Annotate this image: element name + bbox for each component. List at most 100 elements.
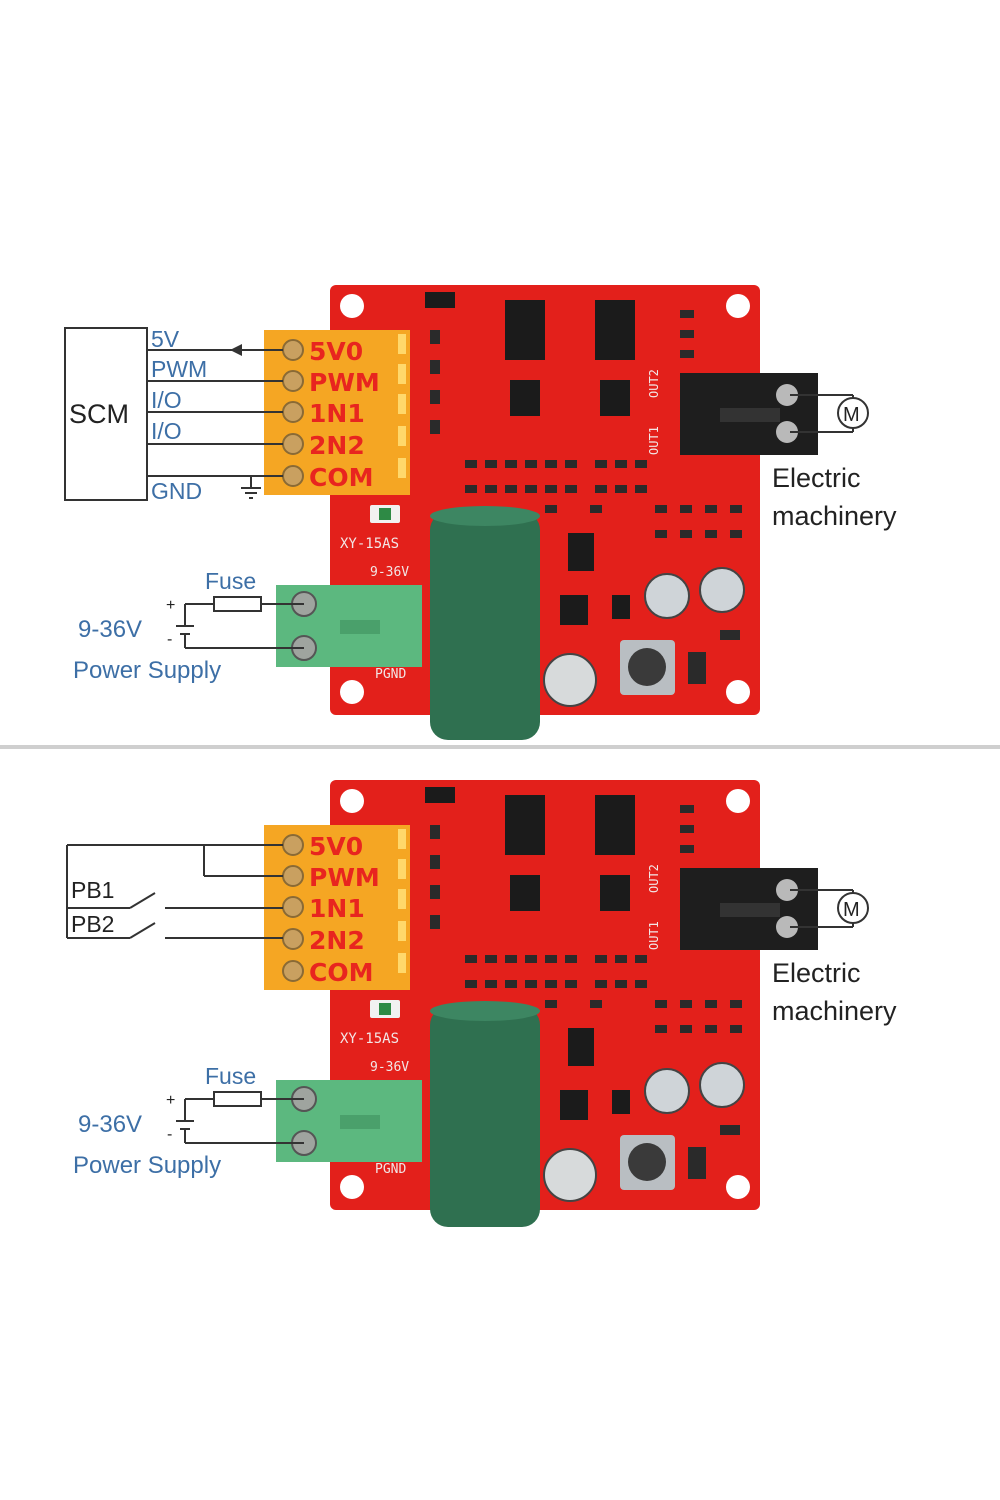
motor-symbol: M <box>843 404 860 426</box>
ic-chip <box>510 875 540 911</box>
switch-label-pb2: PB2 <box>71 911 114 937</box>
ic-chip <box>505 795 545 855</box>
screw <box>282 339 304 361</box>
capacitor <box>699 567 745 613</box>
power-wires <box>176 1098 304 1144</box>
arrow-icon <box>230 344 242 356</box>
model-silk: XY-15AS <box>340 536 399 552</box>
screw <box>282 433 304 455</box>
mount-hole <box>340 1175 364 1199</box>
capacitor <box>543 1148 597 1202</box>
voltage-silk: 9-36V <box>370 565 409 580</box>
pgnd-silk: PGND <box>375 667 406 682</box>
ic-chip <box>595 300 635 360</box>
supply-voltage: 9-36V <box>78 616 142 643</box>
ic-chip <box>600 380 630 416</box>
model-silk: XY-15AS <box>340 1031 399 1047</box>
fuse-icon <box>213 596 262 612</box>
supply-label: Power Supply <box>73 657 221 684</box>
switch-label-pb1: PB1 <box>71 877 114 903</box>
screw <box>282 834 304 856</box>
mount-hole <box>726 1175 750 1199</box>
pin-label-com: COM <box>309 463 373 492</box>
scm-wiring-diagram: XY-15AS 9-36V PGND OUT1 OUT2 5V0 PWM 1N1… <box>64 285 897 740</box>
pin-label-pwm: PWM <box>309 863 380 892</box>
scm-wiring-panel: XY-15AS 9-36V PGND OUT1 OUT2 5V0 PWM 1N1… <box>0 250 1000 750</box>
screw <box>776 879 798 901</box>
pgnd-silk: PGND <box>375 1162 406 1177</box>
large-capacitor <box>430 1007 540 1227</box>
mount-hole <box>726 789 750 813</box>
screw <box>282 928 304 950</box>
pushbutton-wiring-diagram: XY-15AS 9-36V PGND OUT1 OUT2 5V0 PWM 1N1… <box>66 780 897 1227</box>
switch-wires <box>66 844 283 939</box>
pushbutton-wiring-panel: XY-15AS 9-36V PGND OUT1 OUT2 5V0 PWM 1N1… <box>0 745 1000 1245</box>
motor-label-line1: Electric <box>772 958 861 988</box>
power-terminal <box>276 1080 422 1162</box>
mount-hole <box>726 294 750 318</box>
motor-terminal <box>680 373 818 455</box>
wire-label-gnd: GND <box>151 478 202 504</box>
screw <box>282 960 304 982</box>
plus-sign: + <box>166 1092 175 1109</box>
signal-wires <box>147 349 283 499</box>
screw <box>776 384 798 406</box>
ic-chip <box>505 300 545 360</box>
pin-label-in1: 1N1 <box>309 399 365 428</box>
ic-chip <box>568 533 594 571</box>
screw <box>282 865 304 887</box>
ic-chip <box>425 787 455 803</box>
signal-terminal: 5V0 PWM 1N1 2N2 COM <box>264 330 410 495</box>
mount-hole <box>726 680 750 704</box>
motor-label-line1: Electric <box>772 463 861 493</box>
minus-sign: - <box>167 1126 172 1143</box>
supply-label: Power Supply <box>73 1152 221 1179</box>
capacitor <box>543 653 597 707</box>
pin-label-in2: 2N2 <box>309 431 365 460</box>
plus-sign: + <box>166 597 175 614</box>
ic-chip <box>612 595 630 619</box>
motor-symbol: M <box>843 899 860 921</box>
motor-icon <box>837 397 869 429</box>
out1-silk: OUT1 <box>647 426 661 455</box>
out2-silk: OUT2 <box>647 369 661 398</box>
screw <box>282 896 304 918</box>
out2-silk: OUT2 <box>647 864 661 893</box>
minus-sign: - <box>167 631 172 648</box>
ic-chip <box>560 1090 588 1120</box>
power-terminal <box>276 585 422 667</box>
screw <box>282 401 304 423</box>
wire-label-io1: I/O <box>151 387 182 413</box>
mount-hole <box>340 294 364 318</box>
capacitor <box>644 1068 690 1114</box>
wire-label-5v: 5V <box>151 326 180 352</box>
power-wires <box>176 603 304 649</box>
motor-label-line2: machinery <box>772 996 897 1026</box>
mount-hole <box>340 789 364 813</box>
motor-terminal <box>680 868 818 950</box>
screw <box>282 465 304 487</box>
pcb-board: XY-15AS 9-36V PGND OUT1 OUT2 <box>330 780 760 1227</box>
capacitor <box>644 573 690 619</box>
ic-chip <box>600 875 630 911</box>
pcb-board: XY-15AS 9-36V PGND OUT1 OUT2 <box>330 285 760 740</box>
screw <box>282 370 304 392</box>
wire-label-pwm: PWM <box>151 356 207 382</box>
fuse-label: Fuse <box>205 1063 256 1089</box>
pin-label-in1: 1N1 <box>309 894 365 923</box>
ic-chip <box>560 595 588 625</box>
scm-label: SCM <box>69 399 129 429</box>
pin-label-com: COM <box>309 958 373 987</box>
fuse-icon <box>213 1091 262 1107</box>
screw <box>776 421 798 443</box>
pin-label-5v0: 5V0 <box>309 832 363 861</box>
ic-chip <box>612 1090 630 1114</box>
large-capacitor <box>430 512 540 740</box>
fuse-label: Fuse <box>205 568 256 594</box>
signal-terminal: 5V0 PWM 1N1 2N2 COM <box>264 825 410 990</box>
mount-hole <box>340 680 364 704</box>
out1-silk: OUT1 <box>647 921 661 950</box>
capacitor <box>699 1062 745 1108</box>
motor-label-line2: machinery <box>772 501 897 531</box>
pin-label-pwm: PWM <box>309 368 380 397</box>
